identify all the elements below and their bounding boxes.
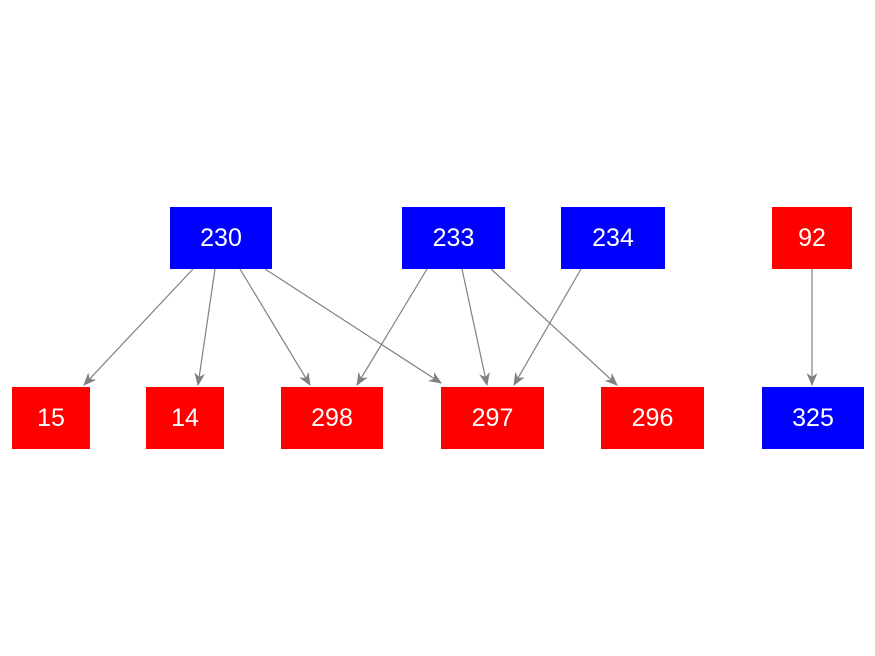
node-label: 92 [798,223,826,252]
node-label: 14 [171,403,199,432]
graph-node-15[interactable]: 15 [12,387,90,449]
graph-node-296[interactable]: 296 [601,387,704,449]
node-label: 15 [37,403,65,432]
graph-node-230[interactable]: 230 [170,207,272,269]
node-label: 297 [471,403,514,432]
node-label: 296 [631,403,674,432]
graph-node-325[interactable]: 325 [762,387,864,449]
graph-edge-233-to-298 [356,268,428,387]
graph-node-92[interactable]: 92 [772,207,852,269]
graph-edge-234-to-297 [513,268,582,387]
node-label: 234 [592,223,634,252]
graph-edge-230-to-14 [194,268,216,387]
node-label: 325 [792,403,834,432]
graph-edge-230-to-297 [264,268,443,384]
edges-group [83,268,818,387]
node-label: 230 [200,223,242,252]
graph-node-14[interactable]: 14 [146,387,224,449]
node-label: 298 [311,403,353,432]
graph-edge-233-to-296 [490,268,618,386]
graph-node-234[interactable]: 234 [561,207,665,269]
graph-node-233[interactable]: 233 [402,207,505,269]
graph-node-297[interactable]: 297 [441,387,544,449]
graph-edge-233-to-297 [461,268,490,387]
graph-edge-230-to-15 [83,268,194,386]
graph-node-298[interactable]: 298 [281,387,383,449]
node-label: 233 [432,223,475,252]
graph-edge-230-to-298 [239,268,311,387]
